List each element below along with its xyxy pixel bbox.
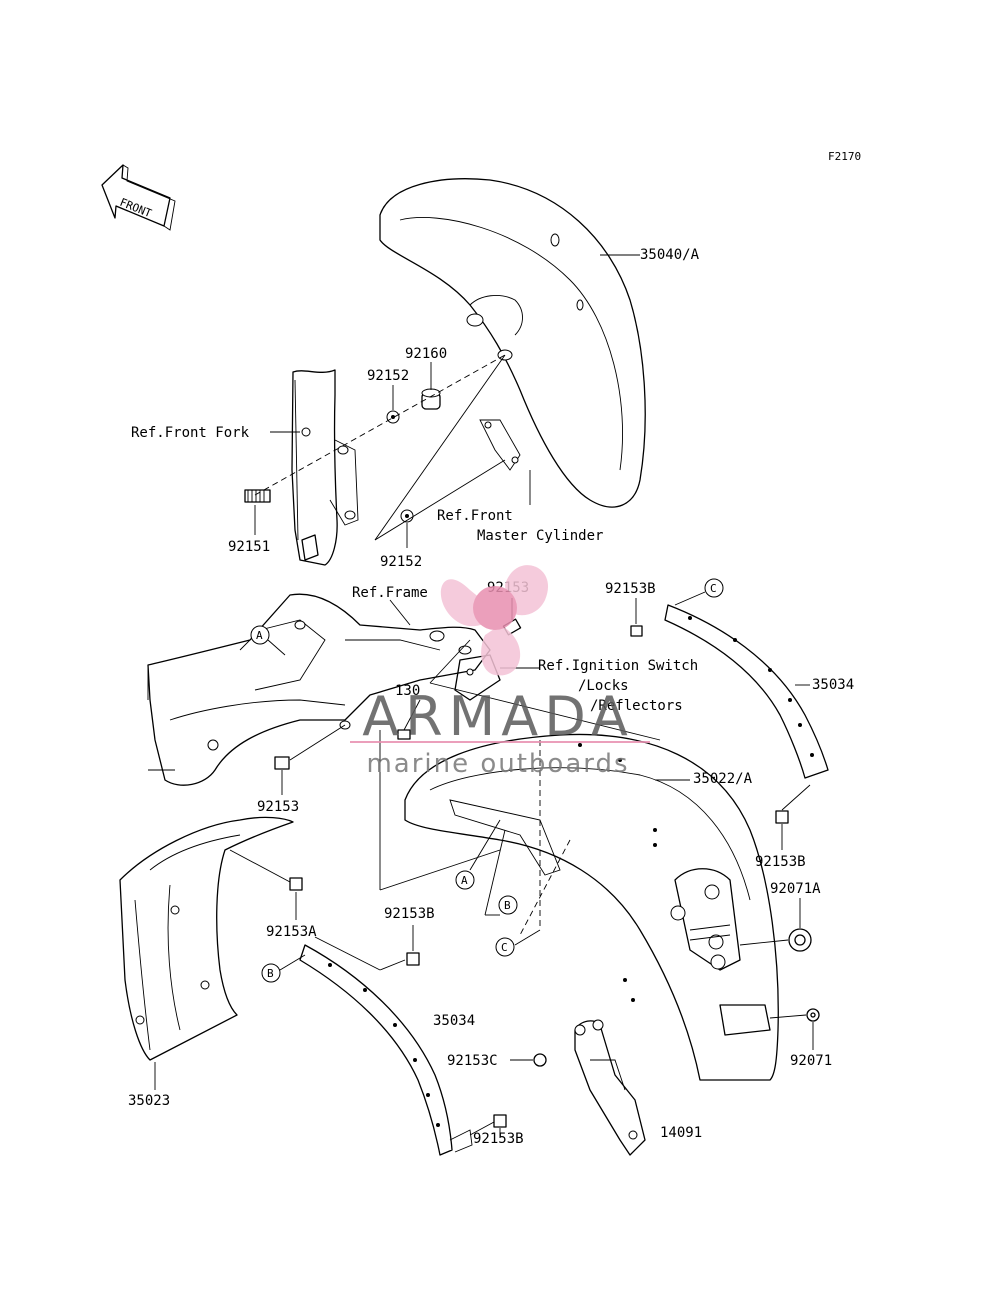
watermark-logo: ARMADA marine outboards: [350, 565, 650, 779]
figure-code: F2170: [828, 150, 861, 163]
front-fender: [379, 178, 646, 508]
frame: [147, 593, 491, 786]
label-92153B-top: 92153B: [605, 581, 656, 597]
nut-92153B-bottom: [493, 1114, 507, 1128]
bracket-35034-mid: [299, 944, 473, 1156]
nut-92153B-mid: [406, 952, 420, 966]
propeller-icon: [440, 565, 549, 676]
label-ref-frame: Ref.Frame: [352, 585, 428, 601]
nut-92153B-top: [630, 625, 643, 637]
label-ref-ignition-2: /Locks: [578, 678, 629, 694]
label-35023: 35023: [128, 1093, 170, 1109]
callout-a-fender: A: [461, 874, 468, 887]
label-35040A: 35040/A: [640, 247, 700, 263]
callout-b-left: B: [267, 967, 274, 980]
callout-c-top: C: [710, 582, 717, 595]
bracket-14091: [574, 1019, 646, 1156]
callout-c-fender: C: [501, 941, 508, 954]
label-35034-right: 35034: [812, 677, 854, 693]
label-ref-front-master-1: Ref.Front: [437, 508, 513, 524]
label-92153B-mid: 92153B: [384, 906, 435, 922]
label-92153B-right: 92153B: [755, 854, 806, 870]
nut-92153C: [533, 1053, 547, 1067]
label-35022A: 35022/A: [693, 771, 753, 787]
label-92152-bottom: 92152: [380, 554, 422, 570]
watermark-tagline: marine outboards: [366, 749, 629, 779]
bracket-35034-right: [664, 604, 829, 779]
label-130: 130: [395, 683, 420, 699]
label-92153B-bottom: 92153B: [473, 1131, 524, 1147]
front-arrow-label: FRONT: [118, 196, 154, 221]
label-ref-ignition-1: Ref.Ignition Switch: [538, 658, 698, 674]
label-ref-ignition-3: /Reflectors: [590, 698, 683, 714]
callout-a-frame: A: [256, 629, 263, 642]
label-ref-front-master-2: Master Cylinder: [477, 528, 603, 544]
label-35034-mid: 35034: [433, 1013, 475, 1029]
bolt-92153-mid: [274, 756, 290, 770]
washer-92152-top: [386, 410, 400, 424]
label-92160: 92160: [405, 346, 447, 362]
label-92071A: 92071A: [770, 881, 821, 897]
front-fork: [291, 369, 359, 566]
grommet-92071A: [788, 928, 812, 952]
label-ref-front-fork: Ref.Front Fork: [131, 425, 250, 441]
rear-fender: [404, 733, 779, 1081]
label-92152-top: 92152: [367, 368, 409, 384]
nut-92153B-right: [775, 810, 789, 824]
label-92153A: 92153A: [266, 924, 317, 940]
label-92153C: 92153C: [447, 1053, 498, 1069]
front-arrow-icon: FRONT: [101, 164, 176, 231]
label-92071: 92071: [790, 1053, 832, 1069]
watermark-brand: ARMADA: [362, 685, 634, 748]
bolt-92153A: [289, 877, 303, 891]
label-14091: 14091: [660, 1125, 702, 1141]
label-92151: 92151: [228, 539, 270, 555]
side-cover-35023: [119, 816, 294, 1061]
bolt-92151: [244, 489, 271, 503]
label-92153-mid: 92153: [257, 799, 299, 815]
grommet-92071: [806, 1008, 820, 1022]
washer-92152-bottom: [400, 509, 414, 523]
callout-b-fender: B: [504, 899, 511, 912]
collar-92160: [421, 388, 441, 410]
